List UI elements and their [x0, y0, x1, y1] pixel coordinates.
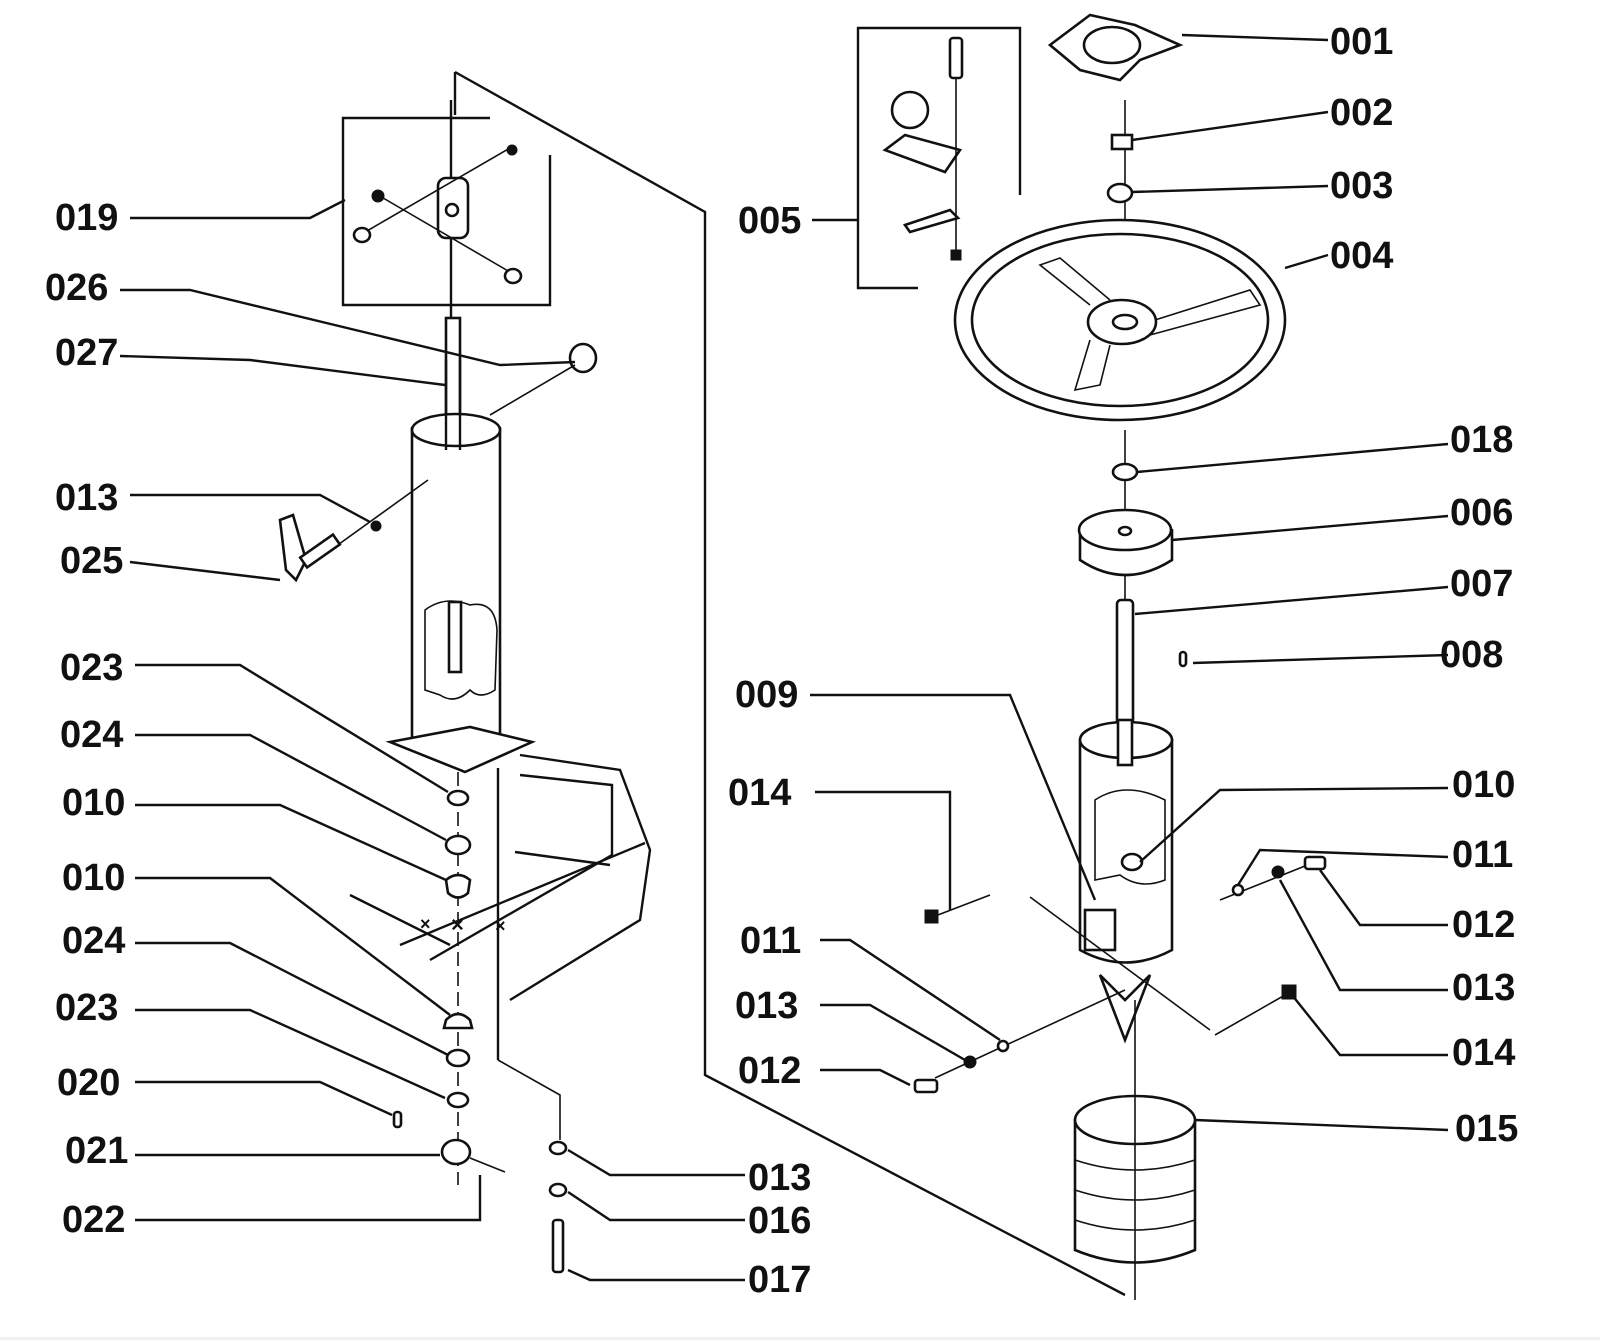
- label-021: 021: [65, 1130, 128, 1172]
- label-018: 018: [1450, 419, 1513, 461]
- label-002: 002: [1330, 92, 1393, 134]
- label-011-right: 011: [1452, 834, 1513, 876]
- label-014-upper: 014: [728, 772, 791, 814]
- svg-text:×: ×: [420, 914, 431, 934]
- label-023-lower: 023: [55, 987, 118, 1029]
- label-007: 007: [1450, 563, 1513, 605]
- label-025: 025: [60, 540, 123, 582]
- label-005: 005: [738, 200, 801, 242]
- label-010-right: 010: [1452, 764, 1515, 806]
- label-004: 004: [1330, 235, 1393, 277]
- left-assembly: × × ×: [278, 100, 652, 1274]
- label-015: 015: [1455, 1108, 1518, 1150]
- label-012-left: 012: [738, 1050, 801, 1092]
- label-009: 009: [735, 674, 798, 716]
- leader-lines: [119, 33, 1449, 1282]
- label-013-bottom: 013: [748, 1157, 811, 1199]
- label-001: 001: [1330, 21, 1393, 63]
- svg-text:×: ×: [495, 916, 506, 936]
- label-020: 020: [57, 1062, 120, 1104]
- label-017: 017: [748, 1259, 811, 1301]
- label-012-right: 012: [1452, 904, 1515, 946]
- label-019: 019: [55, 197, 118, 239]
- bottom-edge: [0, 1337, 1600, 1340]
- label-014-lower: 014: [1452, 1032, 1515, 1074]
- callout-labels: 001 002 003 004 005 018 006 007 008 009 …: [45, 21, 1518, 1301]
- label-022: 022: [62, 1199, 125, 1241]
- label-010-upper: 010: [62, 782, 125, 824]
- label-026: 026: [45, 267, 108, 309]
- label-008: 008: [1440, 634, 1503, 676]
- label-023-upper: 023: [60, 647, 123, 689]
- label-013-right: 013: [1452, 967, 1515, 1009]
- right-assembly: [856, 13, 1327, 1300]
- label-013-left: 013: [55, 477, 118, 519]
- frame-outline: [454, 70, 1126, 1297]
- label-013-mid: 013: [735, 985, 798, 1027]
- label-024-upper: 024: [60, 714, 123, 756]
- label-024-lower: 024: [62, 920, 125, 962]
- label-016: 016: [748, 1200, 811, 1242]
- label-006: 006: [1450, 492, 1513, 534]
- label-010-lower: 010: [62, 857, 125, 899]
- label-003: 003: [1330, 165, 1393, 207]
- label-011-left: 011: [740, 920, 801, 962]
- label-027: 027: [55, 332, 118, 374]
